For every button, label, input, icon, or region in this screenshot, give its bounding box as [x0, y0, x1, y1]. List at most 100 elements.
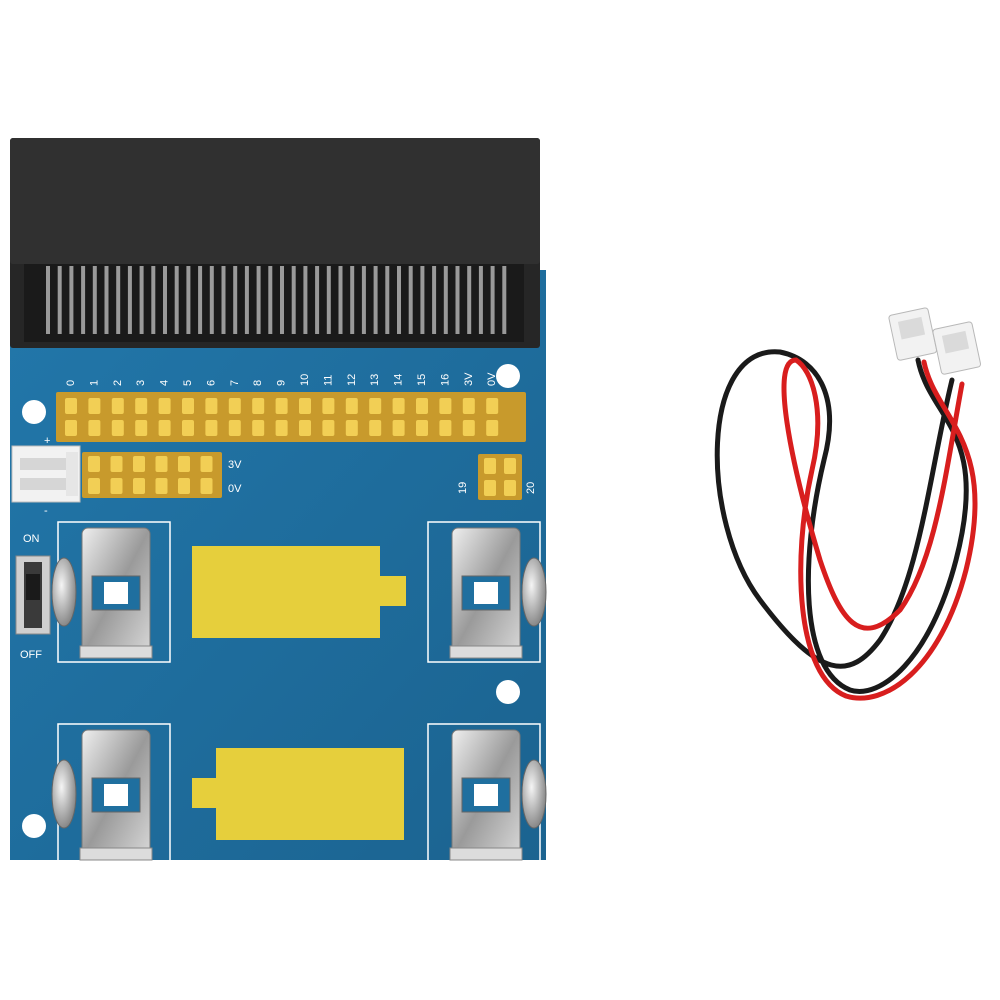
header-pin: [416, 398, 428, 414]
edge-pin: [221, 266, 226, 334]
edge-pin: [104, 266, 109, 334]
header-pin: [111, 398, 124, 414]
clip-foot: [79, 847, 153, 861]
edge-pin: [244, 266, 249, 334]
edge-pin: [373, 266, 378, 334]
rail-pin: [200, 456, 213, 472]
header-pin: [275, 420, 288, 436]
switch-slider: [26, 574, 40, 600]
header-pin: [65, 420, 77, 436]
jst-plug-1: [888, 307, 938, 361]
header-pin: [345, 420, 358, 436]
pin-label: 11: [322, 375, 334, 386]
edge-pin: [57, 266, 62, 334]
edge-connector-base: [24, 264, 524, 342]
rail-pin: [178, 456, 190, 472]
polarity-plus-label: +: [44, 435, 50, 447]
edge-connector: [10, 138, 540, 348]
rail-pin: [88, 478, 100, 494]
header-pin: [88, 420, 101, 436]
edge-connector-pins: [46, 266, 507, 334]
edge-pin: [303, 266, 308, 334]
header-pin: [65, 398, 77, 414]
mounting-hole: [22, 814, 46, 838]
edge-pin: [186, 266, 191, 334]
header-pin: [252, 420, 265, 436]
edge-pin: [385, 266, 390, 334]
clip-window-inner: [474, 582, 498, 604]
jst-plug-contacts: [897, 316, 926, 340]
pin-label: 6: [205, 380, 217, 386]
edge-pin: [338, 266, 343, 334]
header-pin: [486, 398, 499, 414]
small-header-pin: [504, 480, 516, 496]
battery-clip: [449, 527, 547, 659]
rail-pin: [110, 478, 123, 494]
edge-pin: [397, 266, 401, 334]
battery-clip: [449, 729, 547, 861]
header-pin: [205, 420, 218, 436]
rail-label-3v: 3V: [228, 459, 242, 471]
pin-label: 0V: [486, 372, 498, 386]
pin-label: 7: [229, 380, 241, 386]
small-header-pin: [504, 458, 516, 474]
header-housing: [56, 392, 526, 442]
pin-label-20: 20: [525, 482, 537, 494]
edge-pin: [408, 266, 413, 334]
pin-label: 12: [346, 374, 358, 386]
battery-clips: [51, 527, 547, 861]
power-rail-header: 3V 0V: [82, 452, 242, 498]
rail-pin: [133, 478, 145, 494]
edge-pin: [139, 266, 144, 334]
edge-pin: [490, 266, 495, 334]
edge-pin: [502, 266, 507, 334]
clip-foot: [79, 645, 153, 659]
rail-pin: [110, 456, 123, 472]
clip-foot: [449, 847, 523, 861]
header-pin: [252, 398, 265, 414]
pin-label: 5: [182, 380, 194, 386]
header-pin: [416, 420, 428, 436]
header-pin: [299, 398, 311, 414]
clip-contact: [521, 557, 547, 627]
header-pin: [135, 398, 148, 414]
edge-pin: [420, 266, 425, 334]
edge-pin: [233, 266, 238, 334]
edge-pin: [151, 266, 156, 334]
battery-clip: [51, 527, 153, 659]
header-pin: [88, 398, 101, 414]
header-pin: [275, 398, 288, 414]
rail-pin: [88, 456, 100, 472]
pin-label: 10: [299, 374, 311, 386]
edge-pin: [291, 266, 296, 334]
pin-label: 2: [112, 380, 124, 386]
header-pin: [392, 398, 405, 414]
clip-window-inner: [104, 784, 128, 806]
edge-pin: [268, 266, 273, 334]
battery-clip: [51, 729, 153, 861]
jst-socket-slot: [20, 458, 66, 470]
clip-foot: [449, 645, 523, 659]
pin-label: 14: [393, 374, 405, 386]
rail-label-0v: 0V: [228, 483, 242, 495]
edge-pin: [127, 266, 132, 334]
pin-label: 3V: [463, 372, 475, 386]
rail-pin: [155, 478, 168, 494]
header-pin: [182, 398, 194, 414]
edge-pin: [280, 266, 284, 334]
header-pin: [158, 398, 171, 414]
edge-pin: [443, 266, 448, 334]
jst-plug-2: [932, 321, 982, 375]
header-pin: [439, 398, 452, 414]
header-pin: [322, 420, 335, 436]
header-pin: [111, 420, 124, 436]
rail-pin: [155, 456, 168, 472]
pin-label: 0: [65, 380, 77, 386]
clip-contact: [51, 557, 77, 627]
header-pin: [462, 398, 475, 414]
header-pin: [392, 420, 405, 436]
red-wire: [781, 357, 978, 701]
battery-pad-top: [192, 546, 406, 638]
edge-pin: [209, 266, 214, 334]
